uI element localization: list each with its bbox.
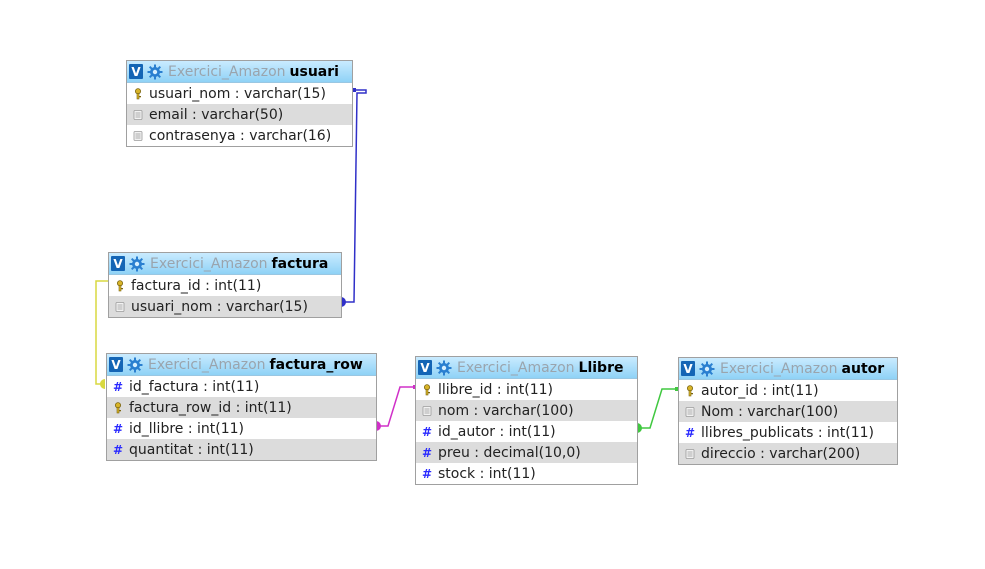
relation-endpoint-autor	[675, 387, 679, 391]
column-label: nom : varchar(100)	[438, 402, 574, 419]
collapse-toggle-icon[interactable]: V	[681, 361, 695, 376]
column-row[interactable]: direccio : varchar(200)	[679, 443, 897, 464]
column-label: id_llibre : int(11)	[129, 420, 245, 437]
relation-line-factura_row-llibre	[376, 386, 416, 427]
column-label: usuari_nom : varchar(15)	[131, 298, 308, 315]
number-icon: #	[113, 379, 124, 394]
column-label: stock : int(11)	[438, 465, 536, 482]
column-row[interactable]: nom : varchar(100)	[416, 400, 637, 421]
table-name: Llibre	[578, 359, 624, 376]
column-row[interactable]: # id_factura : int(11)	[107, 376, 376, 397]
field-icon	[422, 405, 432, 417]
relation-endpoint-factura_row	[100, 379, 105, 389]
column-label: id_autor : int(11)	[438, 423, 556, 440]
column-label: llibres_publicats : int(11)	[701, 424, 875, 441]
key-icon	[133, 87, 143, 100]
relation-line-llibre-autor	[637, 388, 678, 429]
column-label: direccio : varchar(200)	[701, 445, 861, 462]
collapse-toggle-icon[interactable]: V	[111, 256, 125, 271]
column-label: factura_id : int(11)	[131, 277, 262, 294]
column-row[interactable]: usuari_nom : varchar(15)	[109, 296, 341, 317]
field-icon	[133, 109, 143, 121]
column-row[interactable]: # id_autor : int(11)	[416, 421, 637, 442]
table-name: autor	[841, 360, 885, 377]
key-icon	[115, 279, 125, 292]
key-icon	[685, 384, 695, 397]
key-icon	[422, 383, 432, 396]
column-row[interactable]: factura_row_id : int(11)	[107, 397, 376, 418]
field-icon	[115, 301, 125, 313]
relation-endpoint-factura	[341, 297, 346, 307]
number-icon: #	[422, 424, 433, 439]
key-icon	[113, 401, 123, 414]
column-label: quantitat : int(11)	[129, 441, 254, 458]
gear-icon[interactable]	[436, 360, 457, 376]
number-icon: #	[113, 421, 124, 436]
table-name: factura	[271, 255, 329, 272]
column-row[interactable]: # stock : int(11)	[416, 463, 637, 484]
number-icon: #	[422, 466, 433, 481]
database-name: Exercici_Amazon	[148, 356, 266, 373]
column-label: id_factura : int(11)	[129, 378, 260, 395]
collapse-toggle-icon[interactable]: V	[109, 357, 123, 372]
number-icon: #	[113, 442, 124, 457]
column-row[interactable]: usuari_nom : varchar(15)	[127, 83, 352, 104]
column-label: preu : decimal(10,0)	[438, 444, 581, 461]
column-row[interactable]: contrasenya : varchar(16)	[127, 125, 352, 146]
gear-icon[interactable]	[127, 357, 148, 373]
column-label: email : varchar(50)	[149, 106, 284, 123]
database-name: Exercici_Amazon	[150, 255, 268, 272]
column-row[interactable]: # llibres_publicats : int(11)	[679, 422, 897, 443]
number-icon: #	[422, 445, 433, 460]
column-row[interactable]: email : varchar(50)	[127, 104, 352, 125]
database-name: Exercici_Amazon	[168, 63, 286, 80]
table-name: factura_row	[269, 356, 363, 373]
column-row[interactable]: llibre_id : int(11)	[416, 379, 637, 400]
field-icon	[133, 130, 143, 142]
column-label: usuari_nom : varchar(15)	[149, 85, 326, 102]
relation-line-usuari-factura	[343, 89, 367, 303]
gear-icon[interactable]	[699, 361, 720, 377]
column-row[interactable]: # quantitat : int(11)	[107, 439, 376, 460]
relation-endpoint-factura_row-llibre	[376, 421, 381, 431]
table-name: usuari	[289, 63, 339, 80]
column-row[interactable]: # preu : decimal(10,0)	[416, 442, 637, 463]
column-label: autor_id : int(11)	[701, 382, 819, 399]
field-icon	[685, 448, 695, 460]
gear-icon[interactable]	[129, 256, 150, 272]
collapse-toggle-icon[interactable]: V	[418, 360, 432, 375]
collapse-toggle-icon[interactable]: V	[129, 64, 143, 79]
column-label: Nom : varchar(100)	[701, 403, 839, 420]
database-name: Exercici_Amazon	[720, 360, 838, 377]
column-row[interactable]: # id_llibre : int(11)	[107, 418, 376, 439]
relation-endpoint-llibre-autor	[637, 423, 642, 433]
gear-icon[interactable]	[147, 64, 168, 80]
column-row[interactable]: autor_id : int(11)	[679, 380, 897, 401]
column-label: contrasenya : varchar(16)	[149, 127, 332, 144]
database-name: Exercici_Amazon	[457, 359, 575, 376]
column-label: factura_row_id : int(11)	[129, 399, 292, 416]
number-icon: #	[685, 425, 696, 440]
column-row[interactable]: factura_id : int(11)	[109, 275, 341, 296]
relation-endpoint-usuari	[352, 88, 356, 92]
column-label: llibre_id : int(11)	[438, 381, 554, 398]
column-row[interactable]: Nom : varchar(100)	[679, 401, 897, 422]
field-icon	[685, 406, 695, 418]
